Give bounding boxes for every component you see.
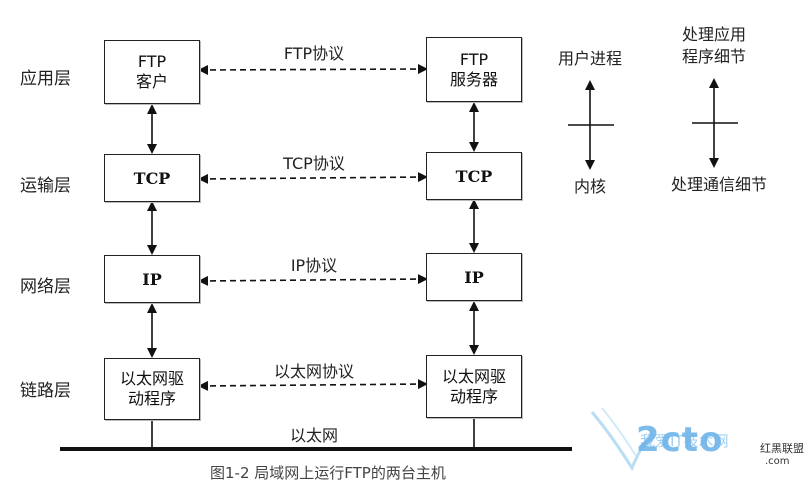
ip-protocol-arrow xyxy=(198,274,428,286)
client-tcp-box: TCP xyxy=(104,154,200,202)
client-tcp-label: TCP xyxy=(133,168,171,188)
client-ftp-box: FTP 客户 xyxy=(104,40,200,104)
figure-caption: 图1-2 局域网上运行FTP的两台主机 xyxy=(210,464,446,482)
legend-user-process: 用户进程 xyxy=(557,49,622,68)
layer-label-application: 应用层 xyxy=(20,69,71,89)
tcp-protocol-arrow xyxy=(198,172,428,184)
ip-protocol-label: IP协议 xyxy=(290,256,338,275)
client-ftp-line2: 客户 xyxy=(135,72,168,91)
legend-app-details-line1: 处理应用 xyxy=(681,25,746,44)
client-driver-line2: 动程序 xyxy=(127,389,176,408)
watermark-site: .com xyxy=(765,456,790,467)
legend-app-details: 处理应用 程序细节 xyxy=(664,24,764,68)
client-ftp-line1: FTP xyxy=(137,52,167,71)
watermark-brand: 红黑联盟 xyxy=(760,442,804,455)
watermark-tagline: 我爱IT技术网 xyxy=(640,432,729,450)
watermark-swoosh xyxy=(590,411,654,472)
watermark-logo: 2cto xyxy=(636,420,724,460)
server-ftp-line1: FTP xyxy=(459,49,489,69)
legend-kernel: 内核 xyxy=(573,177,606,196)
server-ftp-line2: 服务器 xyxy=(449,69,498,89)
ftp-protocol-label: FTP协议 xyxy=(283,44,345,63)
server-driver-box: 以太网驱 动程序 xyxy=(426,355,522,418)
client-ip-box: IP xyxy=(104,255,200,303)
client-ip-label: IP xyxy=(142,269,162,289)
ftp-protocol-arrow xyxy=(198,64,428,75)
server-driver-line2: 动程序 xyxy=(449,386,498,406)
client-driver-box: 以太网驱 动程序 xyxy=(104,358,200,420)
legend-comm-details: 处理通信细节 xyxy=(670,175,767,194)
ethernet-protocol-arrow xyxy=(198,379,428,391)
layer-label-transport: 运输层 xyxy=(20,176,71,196)
ethernet-medium-label: 以太网 xyxy=(289,426,338,445)
legend-app-details-line2: 程序细节 xyxy=(681,47,746,66)
client-driver-line1: 以太网驱 xyxy=(119,369,184,388)
ethernet-protocol-label: 以太网协议 xyxy=(273,362,354,381)
server-ip-label: IP xyxy=(464,267,484,287)
tcp-protocol-label: TCP协议 xyxy=(283,154,345,173)
server-tcp-box: TCP xyxy=(426,152,522,200)
server-ftp-box: FTP 服务器 xyxy=(426,37,522,102)
layer-label-network: 网络层 xyxy=(20,277,71,297)
server-driver-line1: 以太网驱 xyxy=(441,366,506,386)
layer-label-link: 链路层 xyxy=(20,381,71,401)
server-tcp-label: TCP xyxy=(455,166,493,186)
server-ip-box: IP xyxy=(426,253,522,301)
